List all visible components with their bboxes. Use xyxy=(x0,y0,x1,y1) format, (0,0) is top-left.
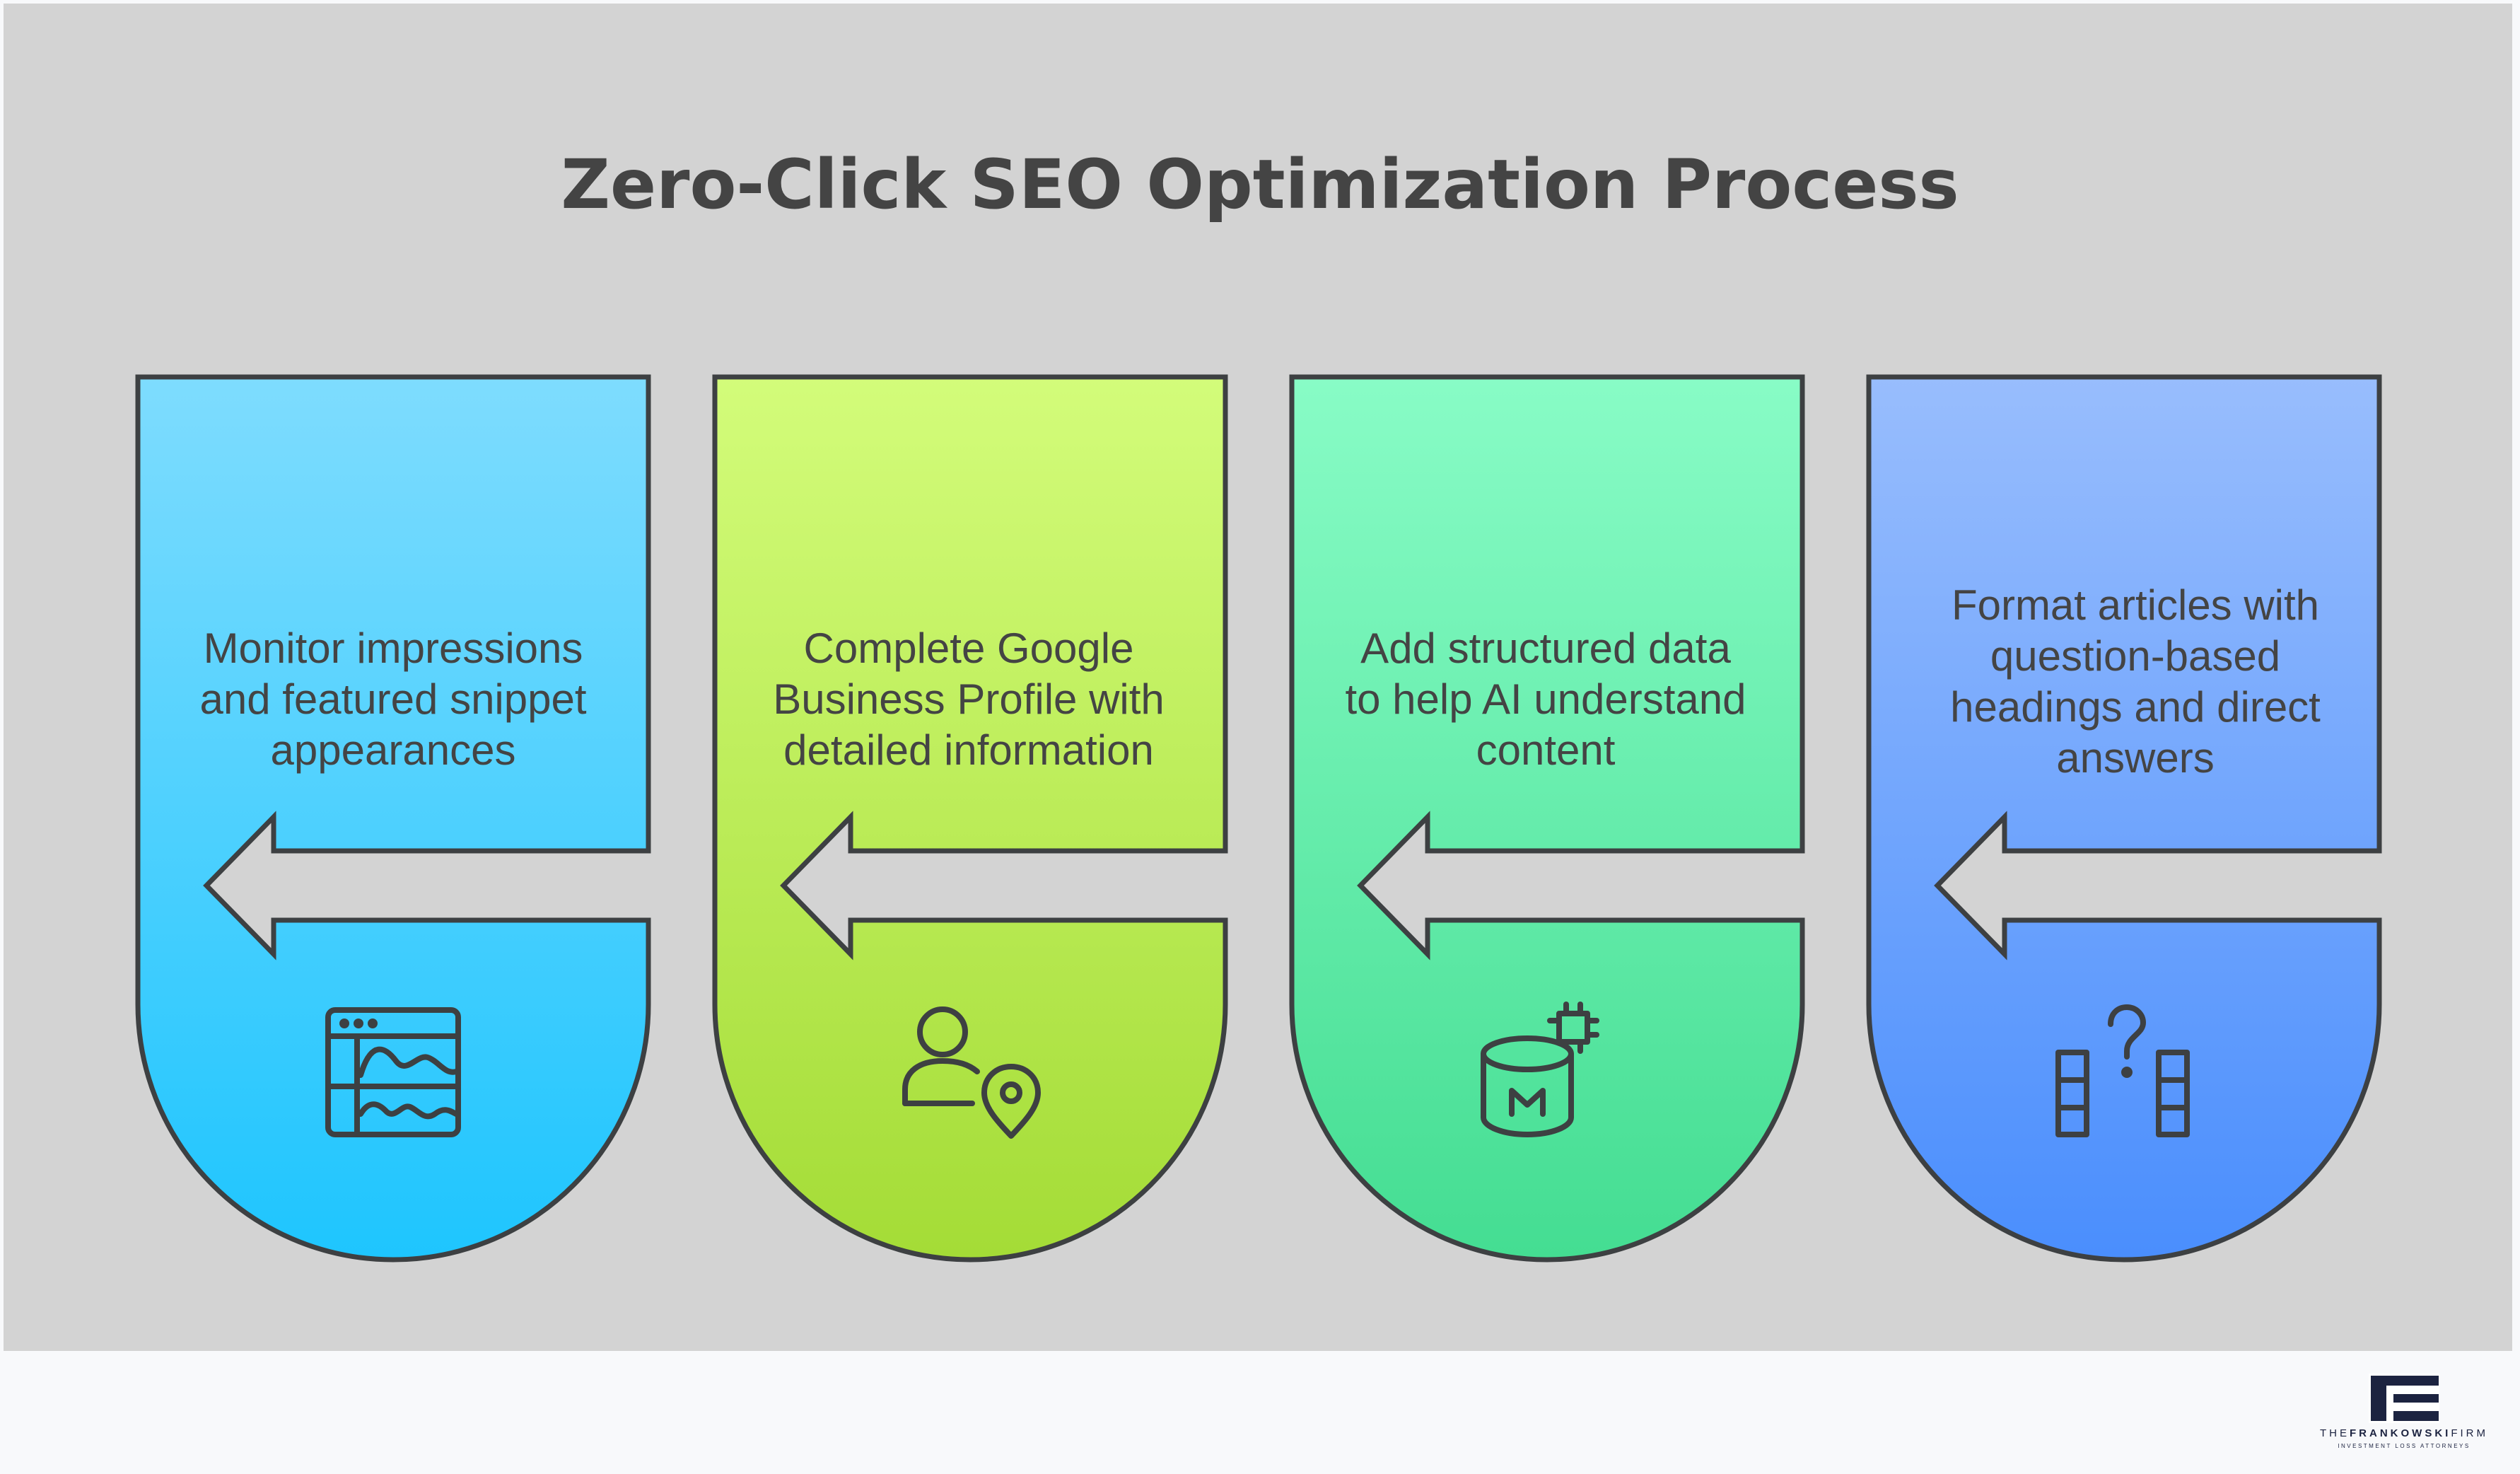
step-text-line: Add structured data xyxy=(1360,625,1731,672)
step-text-line: content xyxy=(1476,726,1616,774)
step-text-line: detailed information xyxy=(783,726,1154,774)
step-text-line: and featured snippet xyxy=(199,675,587,723)
step-text-line: answers xyxy=(2056,734,2215,782)
question-columns-icon xyxy=(2055,1004,2190,1137)
step-1-text: Monitor impressions and featured snippet… xyxy=(163,623,623,776)
firm-tagline: INVESTMENT LOSS ATTORNEYS xyxy=(2338,1443,2471,1449)
firm-logo: THEFRANKOWSKIFIRM INVESTMENT LOSS ATTORN… xyxy=(2312,1372,2496,1457)
step-text-line: question-based xyxy=(1990,632,2281,680)
step-4-card xyxy=(1866,374,2382,1263)
step-text-line: appearances xyxy=(270,726,516,774)
step-text-line: headings and direct xyxy=(1950,683,2321,731)
firm-prefix: THE xyxy=(2320,1427,2350,1439)
firm-name-bold: FRANKOWSKI xyxy=(2350,1427,2451,1439)
step-3-text: Add structured data to help AI understan… xyxy=(1316,623,1775,776)
firm-logo-mark xyxy=(2369,1374,2439,1423)
diagram-title: Zero-Click SEO Optimization Process xyxy=(561,145,1959,224)
step-2-text: Complete Google Business Profile with de… xyxy=(739,623,1198,776)
step-2-card xyxy=(712,374,1228,1263)
step-text-line: Monitor impressions xyxy=(203,625,583,672)
step-3-card xyxy=(1289,374,1805,1263)
step-text-line: Complete Google xyxy=(803,625,1134,672)
analytics-dashboard-icon xyxy=(325,1007,461,1137)
database-chip-icon xyxy=(1481,1002,1599,1137)
step-text-line: to help AI understand xyxy=(1345,675,1746,723)
step-text-line: Format articles with xyxy=(1951,581,2320,629)
step-4-text: Format articles with question-based head… xyxy=(1906,580,2365,784)
step-1-card xyxy=(135,374,651,1263)
step-text-line: Business Profile with xyxy=(773,675,1165,723)
firm-name: THEFRANKOWSKIFIRM xyxy=(2312,1427,2496,1439)
firm-suffix: FIRM xyxy=(2451,1427,2488,1439)
user-location-icon xyxy=(902,1006,1041,1139)
